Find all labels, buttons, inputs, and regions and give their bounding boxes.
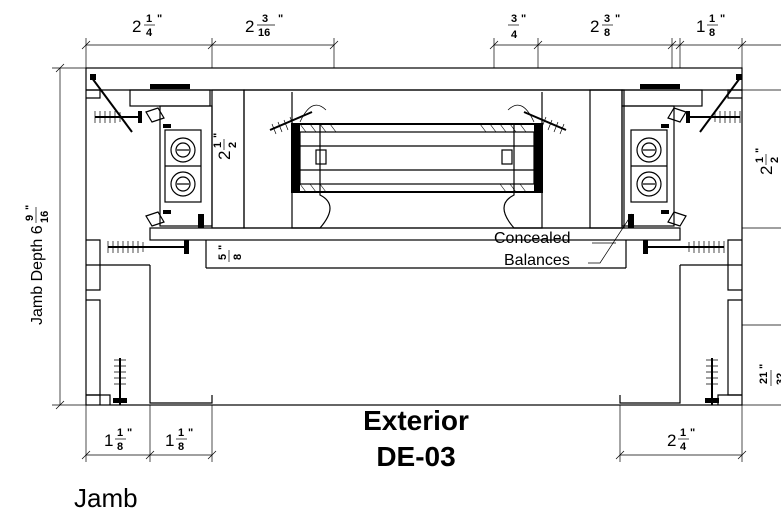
dimension-top-2: 2 3 16 " [245,13,283,39]
svg-text:2: 2 [227,142,239,148]
svg-text:4: 4 [146,27,153,39]
dimension-top-5: 1 1 8 " [696,13,725,39]
svg-text:2: 2 [215,151,234,160]
jamb-depth-label: Jamb Depth 6 [29,225,46,325]
svg-text:": " [720,13,725,25]
title-drawing-code: DE-03 [376,441,455,472]
seal-clips [145,84,687,228]
sash-assembly [129,89,703,269]
sash-rail-hatch [292,123,542,193]
svg-text:21: 21 [758,372,770,384]
svg-text:": " [217,245,229,250]
svg-text:": " [188,427,193,439]
svg-text:1: 1 [117,427,123,439]
svg-text:8: 8 [709,27,715,39]
svg-text:1: 1 [212,142,224,148]
dimension-bottom-1: 1 1 8 " [104,427,132,453]
dimension-top-4: 2 3 8 " [590,13,620,39]
svg-text:2: 2 [757,166,776,175]
svg-text:1: 1 [754,157,766,163]
svg-text:Concealed: Concealed [494,230,571,247]
screws [90,74,742,405]
svg-text:5: 5 [217,254,229,260]
svg-text:4: 4 [511,29,518,41]
bottom-dimension-lines [81,405,747,462]
jamb-depth-dimension: Jamb Depth 6 9 16 " [24,63,86,410]
svg-text:1: 1 [709,13,715,25]
svg-text:1: 1 [178,427,184,439]
rail-height-dimension: 5 8 " [212,227,244,269]
svg-text:16: 16 [39,211,51,223]
right-side-dimensions: 2 1 2 " 21 32 " [741,68,781,406]
svg-text:1: 1 [104,431,113,450]
svg-text:9: 9 [24,215,36,221]
dimension-bottom-3: 2 1 4 " [667,427,695,453]
svg-text:3: 3 [604,13,610,25]
svg-text:": " [127,427,132,439]
svg-text:1: 1 [680,427,686,439]
svg-text:3: 3 [511,13,517,25]
dimension-bottom-2: 1 1 8 " [165,427,193,453]
svg-text:4: 4 [680,441,687,453]
svg-text:Balances: Balances [504,252,570,269]
svg-text:3: 3 [262,13,268,25]
svg-text:8: 8 [232,254,244,260]
svg-text:2: 2 [245,17,254,36]
concealed-balances-callout: Concealed Balances [494,213,633,269]
jamb-frame [85,67,743,406]
title-exterior: Exterior [363,405,469,436]
svg-text:": " [278,13,283,25]
svg-text:": " [758,364,770,369]
svg-text:1: 1 [696,17,705,36]
svg-text:2: 2 [590,17,599,36]
balance-left [164,129,202,203]
svg-text:": " [754,148,766,153]
svg-text:": " [212,133,224,138]
svg-text:8: 8 [604,27,610,39]
sash-height-dimension: 2 1 2 " [212,90,245,228]
svg-text:1: 1 [165,431,174,450]
svg-text:2: 2 [667,431,676,450]
svg-text:2: 2 [132,17,141,36]
dimension-top-1: 2 1 4 " [132,13,162,39]
top-dimension-lines [81,38,781,68]
svg-text:8: 8 [178,441,184,453]
svg-text:2: 2 [769,157,781,163]
svg-text:1: 1 [146,13,152,25]
svg-text:": " [157,13,162,25]
dimension-top-3: 3 4 " [508,13,526,41]
svg-text:16: 16 [258,27,270,39]
svg-text:": " [24,205,36,210]
svg-text:": " [690,427,695,439]
svg-text:32: 32 [775,373,781,385]
svg-text:8: 8 [117,441,123,453]
view-label: Jamb [74,483,138,513]
svg-text:": " [615,13,620,25]
balance-right [630,129,668,203]
svg-text:": " [521,13,526,25]
